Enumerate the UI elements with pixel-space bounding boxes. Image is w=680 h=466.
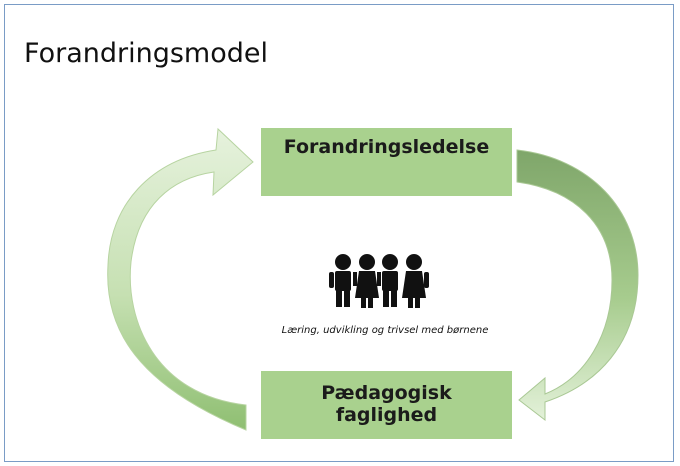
paedagogisk-faglighed-box: Pædagogisk faglighed	[261, 371, 512, 439]
forandringsledelse-box: Forandringsledelse	[261, 128, 512, 196]
right-cycle-arrow	[516, 149, 639, 422]
left-cycle-arrow	[107, 127, 254, 431]
forandringsledelse-label: Forandringsledelse	[283, 136, 490, 158]
center-caption: Læring, udvikling og trivsel med børnene	[281, 325, 489, 336]
bottom-box-line-1: Pædagogisk	[321, 382, 452, 405]
children-group-icon	[329, 254, 429, 308]
bottom-box-line-2: faglighed	[335, 404, 438, 426]
page-title: Forandringsmodel	[24, 38, 268, 69]
